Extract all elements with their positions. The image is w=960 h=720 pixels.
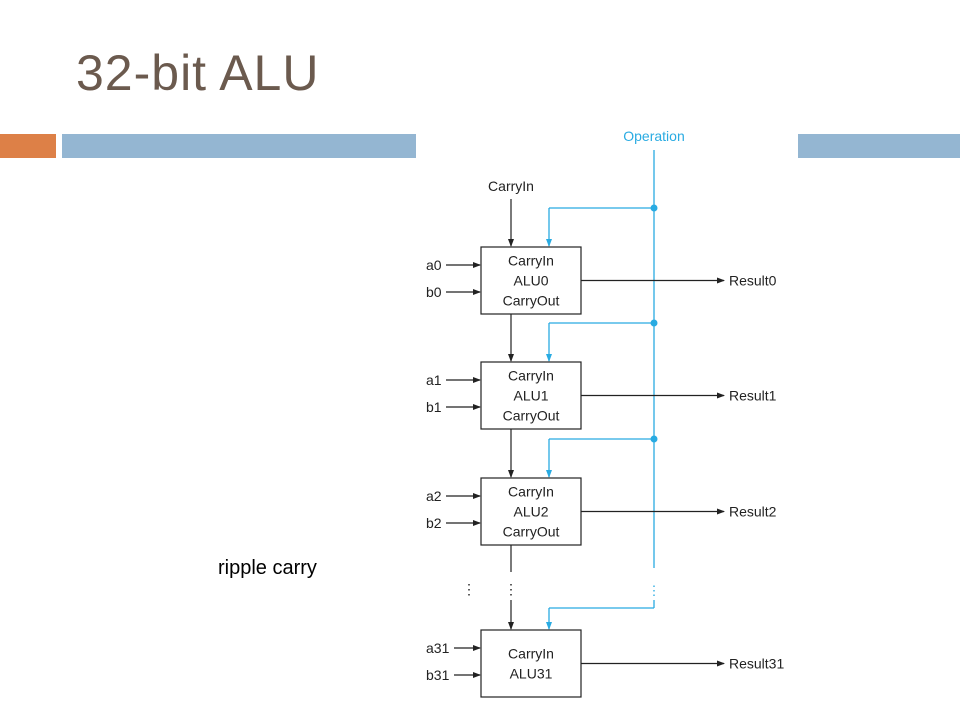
result-label-1: Result1 <box>729 388 777 404</box>
alu-box-3 <box>480 629 582 698</box>
result-label-2: Result2 <box>729 504 777 520</box>
operation-junction-1 <box>650 319 658 327</box>
accent-bar-blue-left <box>62 134 416 158</box>
alu-2-text-2: CarryOut <box>503 524 560 540</box>
input-b-1: b1 <box>426 399 442 415</box>
accent-bar-orange <box>0 134 56 158</box>
alu-3-text-1: ALU31 <box>510 666 553 682</box>
input-a-1: a1 <box>426 372 442 388</box>
alu-2-text-1: ALU2 <box>513 504 548 520</box>
alu-box-0 <box>480 246 582 315</box>
input-a-3: a31 <box>426 640 450 656</box>
input-b-3: b31 <box>426 667 450 683</box>
input-a-0: a0 <box>426 257 442 273</box>
operation-junction-0 <box>650 204 658 212</box>
slide-title: 32-bit ALU <box>76 45 320 101</box>
ripple-carry-caption: ripple carry <box>218 557 317 579</box>
alu-0-text-1: ALU0 <box>513 273 548 289</box>
alu-1-text-0: CarryIn <box>508 368 554 384</box>
alu-0-text-0: CarryIn <box>508 253 554 269</box>
alu-0-text-2: CarryOut <box>503 293 560 309</box>
result-label-3: Result31 <box>729 656 784 672</box>
top-carryin-label: CarryIn <box>488 178 534 194</box>
result-label-0: Result0 <box>729 273 777 289</box>
alu-2-text-0: CarryIn <box>508 484 554 500</box>
carry-ellipsis: ⋮ <box>504 581 518 597</box>
input-ellipsis: ⋮ <box>462 581 476 597</box>
alu-1-text-2: CarryOut <box>503 408 560 424</box>
alu-3-text-0: CarryIn <box>508 646 554 662</box>
operation-ellipsis: ⋮ <box>648 583 661 598</box>
alu-box-1 <box>480 361 582 430</box>
alu-box-2 <box>480 477 582 546</box>
input-a-2: a2 <box>426 488 442 504</box>
alu-1-text-1: ALU1 <box>513 388 548 404</box>
operation-label: Operation <box>623 128 684 144</box>
input-b-0: b0 <box>426 284 442 300</box>
operation-junction-2 <box>650 435 658 443</box>
accent-bar-blue-right <box>798 134 960 158</box>
input-b-2: b2 <box>426 515 442 531</box>
